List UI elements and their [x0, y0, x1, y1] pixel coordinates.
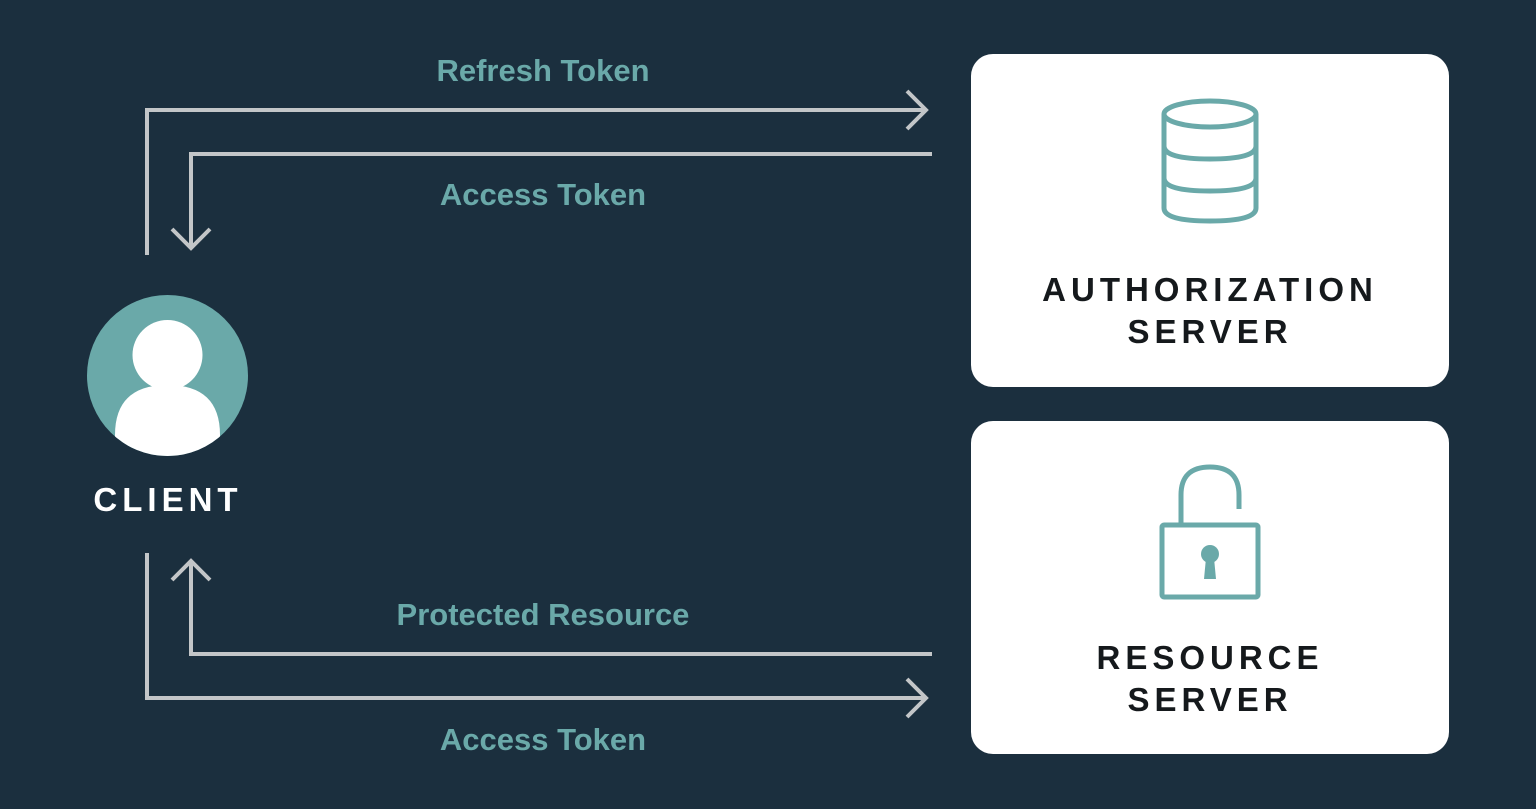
protected-resource-arrow [189, 561, 932, 656]
refresh-token-arrow [145, 108, 926, 255]
authorization-server-label-line-1: AUTHORIZATION [1042, 271, 1378, 308]
protected-resource-arrowhead [170, 558, 212, 582]
access-token-return-arrowhead [170, 227, 212, 251]
access-token-request-arrowhead [905, 677, 929, 719]
resource-server-label: RESOURCE SERVER [971, 637, 1449, 721]
access-token-return-label: Access Token [439, 177, 647, 212]
authorization-server-label-line-2: SERVER [1127, 313, 1293, 350]
refresh-token-label: Refresh Token [436, 53, 650, 88]
resource-server-box: RESOURCE SERVER [971, 421, 1449, 754]
refresh-token-arrowhead [905, 89, 929, 131]
client-label: CLIENT [93, 481, 243, 518]
access-token-request-arrow [145, 553, 926, 700]
access-token-request-label: Access Token [439, 722, 647, 757]
access-token-return-arrow [189, 152, 932, 248]
authorization-server-label: AUTHORIZATION SERVER [971, 269, 1449, 353]
database-icon [971, 98, 1449, 229]
protected-resource-label: Protected Resource [396, 597, 690, 632]
resource-server-label-line-1: RESOURCE [1096, 639, 1324, 676]
user-avatar-icon [87, 295, 248, 456]
resource-server-label-line-2: SERVER [1127, 681, 1293, 718]
authorization-server-box: AUTHORIZATION SERVER [971, 54, 1449, 387]
unlocked-padlock-icon [971, 463, 1449, 606]
